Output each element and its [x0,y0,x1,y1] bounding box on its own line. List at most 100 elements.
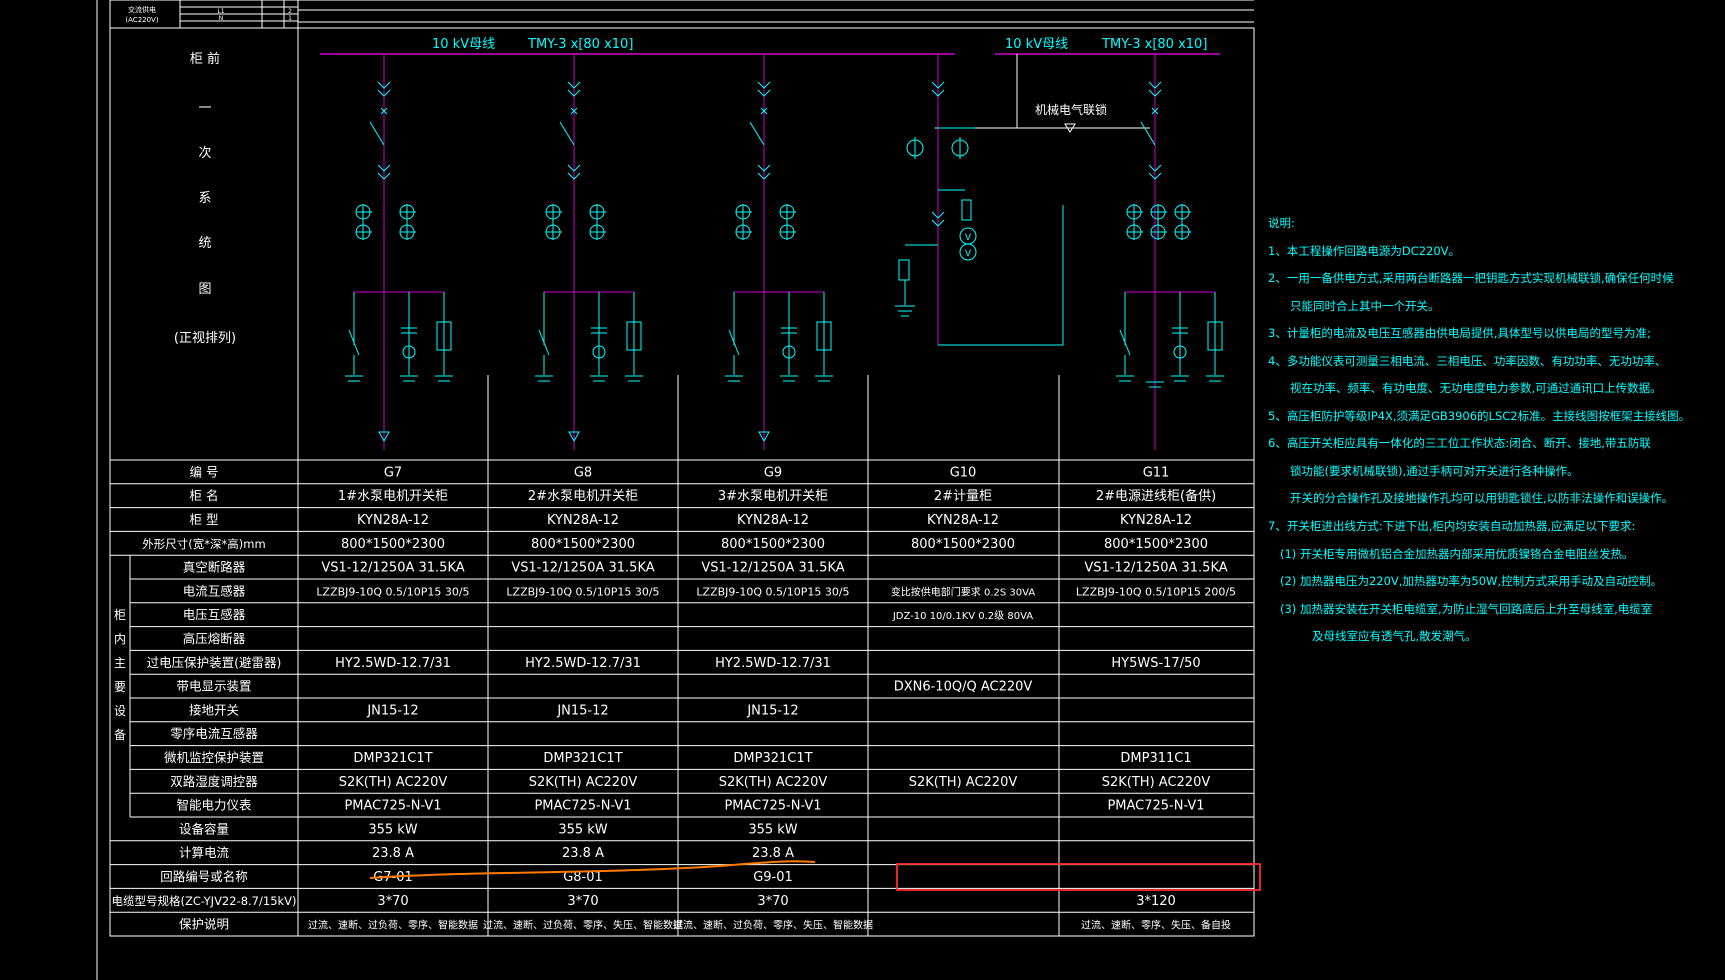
row-label: 双路湿度调控器 [170,774,258,789]
table-cell: S2K(TH) AC220V [1102,775,1211,790]
table-cell: G10 [950,465,977,480]
front-view-char: 系 [198,191,211,206]
table-cell: LZZBJ9-10Q 0.5/10P15 200/5 [1076,585,1236,598]
group-label-char: 柜 [114,608,126,622]
row-label: 柜 名 [190,488,219,503]
note-line: (1) 开关柜专用微机铝合金加热器内部采用优质镍铬合金电阻丝发热。 [1280,547,1634,561]
table-cell: S2K(TH) AC220V [529,775,638,790]
table-cell: S2K(TH) AC220V [719,775,828,790]
table-cell: 变比按供电部门要求 0.2S 30VA [891,585,1036,598]
table-cell: LZZBJ9-10Q 0.5/10P15 30/5 [316,585,469,598]
equipment-table-text: 编 号柜 名柜 型外形尺寸(宽*深*高)mm真空断路器电流互感器电压互感器高压熔… [111,464,1236,931]
table-cell: DMP321C1T [733,751,812,766]
table-cell: PMAC725-N-V1 [534,799,631,814]
feeder-circuits [345,54,1224,450]
row-label: 编 号 [190,464,219,479]
front-view-char: 柜 前 [190,51,220,67]
table-cell: G8 [574,465,592,480]
interlock-marker [1064,123,1076,133]
table-cell: 过流、速断、过负荷、零序、失压、智能数据 [483,919,683,932]
row-label: 计算电流 [179,845,230,860]
table-cell: DMP321C1T [543,751,622,766]
table-cell: KYN28A-12 [1120,513,1192,528]
busbar-left-spec: TMY-3 x[80 x10] [527,37,633,52]
table-cell: 3#水泵电机开关柜 [718,489,828,504]
highlight-box [896,863,1261,891]
row-label: 接地开关 [189,702,239,717]
table-cell: 2#电源进线柜(备供) [1096,488,1216,504]
table-cell: 23.8 A [752,846,794,861]
table-cell: 800*1500*2300 [1104,537,1208,552]
feeder-circuit [725,54,833,450]
note-line: 6、高压开关柜应具有一体化的三工位工作状态:闭合、断开、接地,带五防联 [1268,436,1651,450]
table-cell: 800*1500*2300 [341,537,445,552]
note-line: 说明: [1268,216,1295,230]
interlock-label: 机械电气联锁 [1035,102,1107,117]
table-cell: 3*70 [567,894,598,909]
stub-num: 1 [288,15,292,22]
table-cell: 800*1500*2300 [531,537,635,552]
note-line: 4、多功能仪表可测量三相电流、三相电压、功率因数、有功功率、无功功率、 [1268,354,1667,368]
note-line: 3、计量柜的电流及电压互感器由供电局提供,具体型号以供电局的型号为准; [1268,326,1651,340]
row-label: 真空断路器 [183,560,246,575]
table-cell: 过流、速断、零序、失压、备自投 [1081,919,1231,932]
table-cell: KYN28A-12 [927,513,999,528]
front-view-arrangement: (正视排列) [174,331,236,346]
group-label-char: 内 [114,632,126,646]
row-label: 外形尺寸(宽*深*高)mm [142,537,265,551]
row-label: 零序电流互感器 [170,726,258,741]
table-cell: PMAC725-N-V1 [1107,799,1204,814]
equipment-table [109,375,1255,937]
table-cell: LZZBJ9-10Q 0.5/10P15 30/5 [696,585,849,598]
highlight-stroke [369,860,816,879]
table-cell: S2K(TH) AC220V [909,775,1018,790]
table-cell: VS1-12/1250A 31.5KA [1084,561,1227,576]
table-cell: PMAC725-N-V1 [724,799,821,814]
table-cell: HY2.5WD-12.7/31 [335,656,451,671]
table-cell: VS1-12/1250A 31.5KA [701,561,844,576]
table-cell: JDZ-10 10/0.1KV 0.2级 80VA [892,610,1033,622]
table-cell: HY5WS-17/50 [1111,656,1200,671]
row-label: 电压互感器 [183,607,246,622]
busbar-right-spec: TMY-3 x[80 x10] [1101,37,1207,52]
table-cell: G11 [1143,465,1170,480]
table-cell: DMP311C1 [1120,751,1191,766]
table-cell: JN15-12 [746,703,798,718]
front-view-char: 统 [198,236,211,251]
table-cell: HY2.5WD-12.7/31 [525,656,641,671]
row-label: 高压熔断器 [183,631,246,646]
stub-label1: 交流供电 [128,5,156,14]
table-cell: KYN28A-12 [357,513,429,528]
row-label: 电缆型号规格(ZC-YJV22-8.7/15kV) [111,894,296,908]
table-cell: 800*1500*2300 [911,537,1015,552]
table-cell: 355 kW [748,822,797,837]
note-line: 及母线室应有透气孔,散发潮气。 [1312,629,1477,643]
note-line: 视在功率、频率、有功电度、无功电度电力参数,可通过通讯口上传数据。 [1290,381,1662,395]
table-cell: KYN28A-12 [547,513,619,528]
table-cell: JN15-12 [556,703,608,718]
table-cell: 3*70 [757,894,788,909]
table-cell: KYN28A-12 [737,513,809,528]
note-line: 开关的分合操作孔及接地操作孔均可以用钥匙锁住,以防非法操作和误操作。 [1290,491,1674,505]
feeder-circuit [535,54,643,450]
group-label-char: 要 [114,680,126,694]
note-line: (3) 加热器安装在开关柜电缆室,为防止湿气回路底后上升至母线室,电缆室 [1280,602,1653,616]
table-cell: JN15-12 [366,703,418,718]
table-cell: G9-01 [753,870,793,885]
drawing-frame [109,27,1255,937]
table-cell: 800*1500*2300 [721,537,825,552]
stub-cell: L1 [217,8,224,15]
table-cell: G7 [384,465,402,480]
table-cell: G9 [764,465,782,480]
front-view-char: 次 [198,145,211,161]
table-cell: S2K(TH) AC220V [339,775,448,790]
feeder-circuit [1116,54,1224,450]
table-cell: HY2.5WD-12.7/31 [715,656,831,671]
table-cell: 3*120 [1136,894,1176,909]
table-cell: 23.8 A [562,846,604,861]
table-cell: DXN6-10Q/Q AC220V [894,680,1033,695]
stub-num: 2 [288,8,292,15]
table-cell: VS1-12/1250A 31.5KA [511,561,654,576]
metering-circuit [895,54,1064,346]
note-line: (2) 加热器电压为220V,加热器功率为50W,控制方式采用手动及自动控制。 [1280,574,1663,588]
